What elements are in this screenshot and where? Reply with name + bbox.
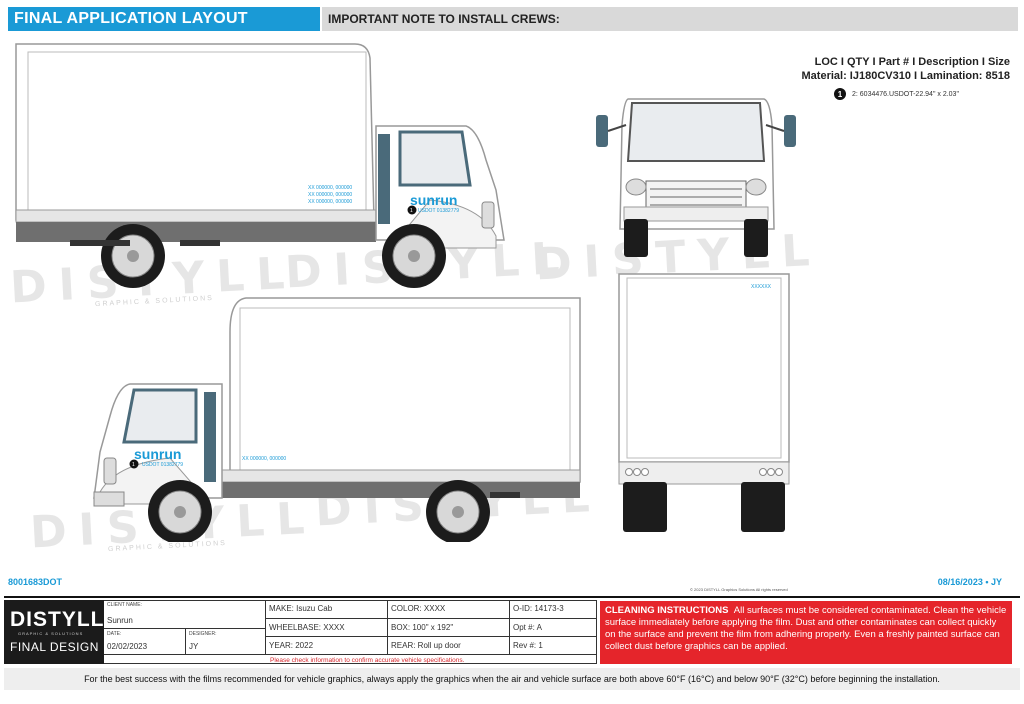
rear-id-mark: XXXXXX <box>751 284 772 290</box>
truck-front-view <box>596 98 796 257</box>
cab-usdot-passenger: USDOT 01382779 <box>142 462 183 468</box>
box-cell: BOX: 100" x 192" <box>388 619 510 637</box>
truck-driver-side-view: sunrun USDOT 01382779 1 XX 000000, 00000… <box>15 43 505 288</box>
spec-columns: LOC I QTY I Part # I Description I Size <box>814 56 1010 68</box>
cleaning-instructions: CLEANING INSTRUCTIONS All surfaces must … <box>600 601 1012 664</box>
oid-cell: O-ID: 14173-3 <box>510 600 597 619</box>
designer-value: JY <box>189 642 199 651</box>
install-note-header: IMPORTANT NOTE TO INSTALL CREWS: <box>322 7 1018 31</box>
layout-title: FINAL APPLICATION LAYOUT <box>8 7 320 31</box>
designer-label: DESIGNER: <box>189 631 217 637</box>
rev-cell: Rev #: 1 <box>510 637 597 655</box>
truck-rear-view: XXXXXX <box>618 273 790 532</box>
date-value: 02/02/2023 <box>107 642 148 651</box>
truck-passenger-side-view: XX 000000, 000000 sunrun USDOT 01382779 … <box>93 297 581 542</box>
cab-marker-driver: 1 <box>410 208 413 214</box>
distyll-logo: DISTYLL GRAPHIC & SOLUTIONS FINAL DESIGN <box>4 600 104 664</box>
part-description: 2: 6034476.USDOT-22.94" x 2.03" <box>852 90 959 98</box>
part-number-badge: 1 <box>834 88 846 100</box>
color-cell: COLOR: XXXX <box>388 600 510 619</box>
cab-usdot-driver: USDOT 01382779 <box>418 208 459 214</box>
cleaning-body: All surfaces must be considered contamin… <box>605 605 1007 652</box>
spec-block: LOC I QTY I Part # I Description I Size … <box>802 55 1010 83</box>
cab-marker-passenger: 1 <box>132 462 135 468</box>
footer-note: For the best success with the films reco… <box>4 668 1020 690</box>
spec-material: Material: IJ180CV310 I Lamination: 8518 <box>801 70 1010 82</box>
wheelbase-cell: WHEELBASE: XXXX <box>266 619 388 637</box>
part-legend: 1 2: 6034476.USDOT-22.94" x 2.03" <box>834 88 959 100</box>
year-cell: YEAR: 2022 <box>266 637 388 655</box>
copyright: © 2023 DISTYLL Graphics Solutions All ri… <box>690 587 788 592</box>
spec-warning: Please check information to confirm accu… <box>270 657 465 664</box>
box-number-line-1: XX 000000, 000000 <box>308 185 352 191</box>
make-cell: MAKE: Isuzu Cab <box>266 600 388 619</box>
client-cell: CLIENT NAME: Sunrun <box>104 600 266 629</box>
job-code: 8001683DOT <box>8 577 63 587</box>
box-number-line-3: XX 000000, 000000 <box>308 199 352 205</box>
cab-brand-driver: sunrun <box>410 192 457 208</box>
cab-brand-passenger: sunrun <box>134 446 181 462</box>
date-cell: DATE: 02/02/2023 <box>104 629 186 655</box>
design-stage: FINAL DESIGN <box>10 640 99 654</box>
logo-brand: DISTYLL <box>10 608 105 631</box>
date-label: DATE: <box>107 631 122 637</box>
box-number-line-2: XX 000000, 000000 <box>308 192 352 198</box>
client-label: CLIENT NAME: <box>107 602 142 608</box>
divider-rule <box>4 596 1020 598</box>
designer-cell: DESIGNER: JY <box>186 629 266 655</box>
rear-cell: REAR: Roll up door <box>388 637 510 655</box>
box-number-passenger: XX 000000, 000000 <box>242 456 286 462</box>
logo-tagline: GRAPHIC & SOLUTIONS <box>18 631 84 636</box>
date-stamp: 08/16/2023 • JY <box>937 577 1002 587</box>
opt-cell: Opt #: A <box>510 619 597 637</box>
cleaning-title: CLEANING INSTRUCTIONS <box>605 605 729 616</box>
client-value: Sunrun <box>107 616 133 625</box>
